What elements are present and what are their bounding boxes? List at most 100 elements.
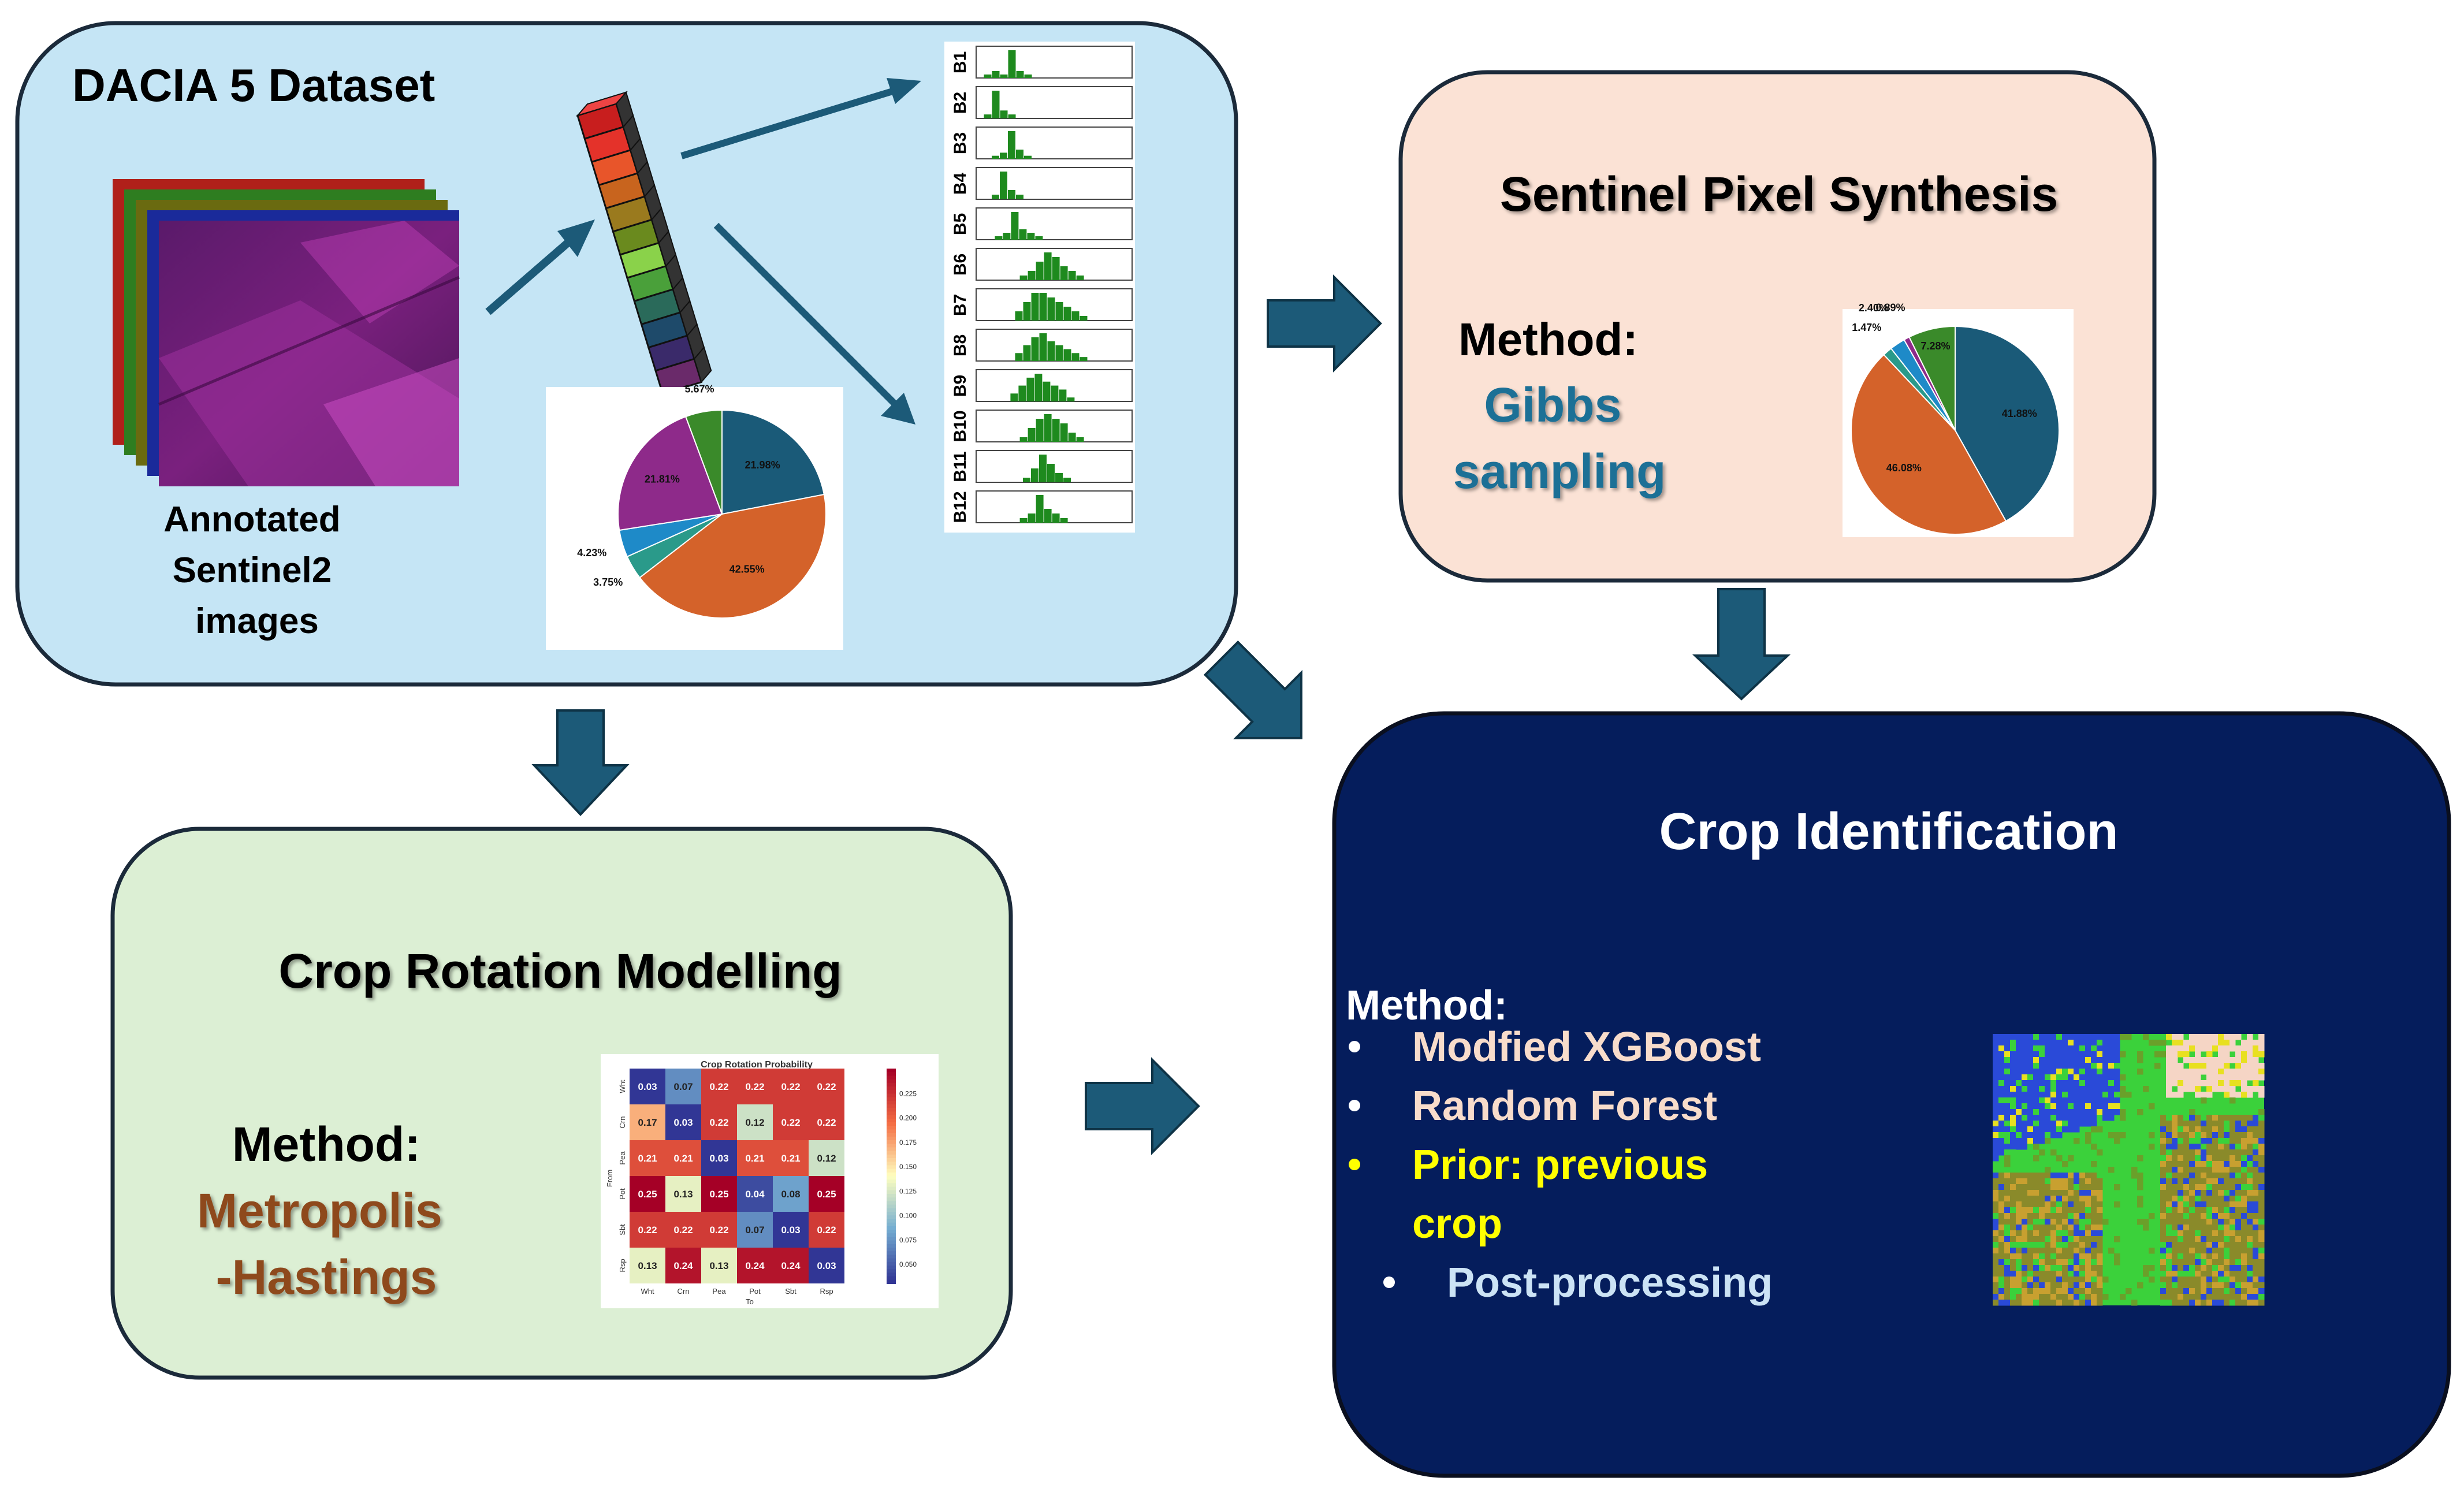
heatmap-cell (773, 1069, 809, 1104)
crop-map-pixel (2027, 1178, 2034, 1185)
colorbar-segment (887, 1226, 896, 1230)
crop-map-pixel (2085, 1230, 2091, 1237)
crop-map-pixel (2178, 1288, 2184, 1294)
crop-map-pixel (2247, 1149, 2253, 1156)
crop-map-pixel (2039, 1230, 2045, 1237)
heatmap-cell (773, 1104, 809, 1140)
crop-map-pixel (2218, 1288, 2224, 1294)
colorbar-segment (887, 1090, 896, 1095)
crop-map-pixel (2033, 1115, 2039, 1121)
histogram-bar (1000, 75, 1008, 78)
crop-map-pixel (2033, 1230, 2039, 1237)
crop-map-pixel (2178, 1248, 2184, 1254)
crop-map-pixel (2206, 1207, 2213, 1214)
crop-map-pixel (2097, 1219, 2103, 1225)
crop-map-pixel (2218, 1282, 2224, 1289)
crop-map-pixel (2108, 1045, 2115, 1052)
crop-map-pixel (2033, 1080, 2039, 1086)
crop-map-pixel (2229, 1057, 2236, 1063)
crop-map-pixel (2114, 1086, 2120, 1092)
pie-label: 7.28% (1920, 340, 1950, 352)
crop-map-pixel (2149, 1040, 2155, 1046)
crop-map-pixel (2160, 1265, 2167, 1271)
crop-map-pixel (2045, 1051, 2051, 1058)
crop-map-pixel (2068, 1230, 2074, 1237)
crop-map-pixel (2247, 1277, 2253, 1283)
crop-map-pixel (2079, 1190, 2086, 1196)
crop-map-pixel (2056, 1178, 2063, 1185)
crop-map-pixel (2247, 1265, 2253, 1271)
crop-map-pixel (2016, 1034, 2022, 1040)
crop-map-pixel (2045, 1277, 2051, 1283)
crop-map-pixel (2183, 1190, 2190, 1196)
crop-map-pixel (2206, 1051, 2213, 1058)
crop-map-pixel (2027, 1121, 2034, 1127)
colorbar-tick: 0.200 (899, 1114, 917, 1122)
crop-map-pixel (2091, 1161, 2097, 1167)
crop-map-pixel (2004, 1034, 2011, 1040)
crop-map-pixel (2027, 1219, 2034, 1225)
crop-map-pixel (2229, 1132, 2236, 1138)
colorbar-segment (887, 1201, 896, 1205)
crop-map-pixel (2079, 1242, 2086, 1248)
crop-map-pixel (2229, 1126, 2236, 1133)
crop-map-pixel (2062, 1109, 2068, 1115)
crop-map-pixel (2097, 1282, 2103, 1289)
synthesis-pie-chart: 41.88%46.08%1.47%2.40%0.89%7.28% (1851, 302, 2060, 535)
crop-map-pixel (2229, 1149, 2236, 1156)
histogram-bar (1031, 337, 1039, 361)
crop-map-pixel (2224, 1057, 2230, 1063)
heatmap-cell (665, 1104, 701, 1140)
crop-map-pixel (1993, 1190, 1999, 1196)
pie-slice (1908, 325, 1956, 431)
crop-map-pixel (1998, 1092, 2005, 1098)
crop-map-pixel (2212, 1144, 2219, 1150)
crop-map-pixel (2195, 1074, 2201, 1081)
crop-map-pixel (2137, 1219, 2143, 1225)
crop-map-pixel (2235, 1138, 2242, 1144)
crop-map-pixel (2091, 1230, 2097, 1237)
crop-map-pixel (2126, 1288, 2132, 1294)
crop-map-pixel (2212, 1242, 2219, 1248)
crop-map-pixel (2212, 1230, 2219, 1237)
crop-map-pixel (2212, 1248, 2219, 1254)
crop-map-pixel (2206, 1063, 2213, 1069)
crop-map-pixel (2253, 1069, 2259, 1075)
crop-map-pixel (2062, 1294, 2068, 1300)
crop-map-pixel (2229, 1115, 2236, 1121)
crop-map-pixel (2085, 1040, 2091, 1046)
crop-map-pixel (1993, 1265, 1999, 1271)
crop-map-pixel (1998, 1248, 2005, 1254)
crop-map-pixel (1993, 1277, 1999, 1283)
heatmap-value: 0.22 (673, 1225, 693, 1235)
band-label: B11 (951, 451, 970, 482)
crop-map-pixel (2178, 1080, 2184, 1086)
synthesis-title: Sentinel Pixel Synthesis (1500, 167, 2058, 221)
crop-map-pixel (2195, 1207, 2201, 1214)
crop-map-pixel (2212, 1034, 2219, 1040)
colorbar-segment (887, 1158, 896, 1163)
colorbar-segment (887, 1212, 896, 1216)
crop-map-pixel (2253, 1282, 2259, 1289)
crop-map-pixel (2183, 1155, 2190, 1162)
crop-map-pixel (2027, 1097, 2034, 1104)
crop-map-pixel (2201, 1236, 2207, 1242)
crop-map-pixel (2253, 1132, 2259, 1138)
histogram-bar (1043, 381, 1051, 401)
crop-map-pixel (2027, 1225, 2034, 1231)
crop-map-pixel (2033, 1294, 2039, 1300)
crop-map-pixel (2178, 1294, 2184, 1300)
crop-map-pixel (2033, 1265, 2039, 1271)
crop-map-pixel (2050, 1253, 2057, 1260)
colorbar-tick: 0.075 (899, 1236, 917, 1244)
colorbar-tick: 0.225 (899, 1089, 917, 1097)
crop-map-pixel (2218, 1178, 2224, 1185)
histogram-bar (1055, 345, 1063, 361)
histogram-bar (1071, 353, 1080, 361)
crop-map-pixel (2229, 1161, 2236, 1167)
crop-map-pixel (2022, 1213, 2028, 1219)
crop-map-pixel (2016, 1265, 2022, 1271)
crop-map-pixel (2235, 1294, 2242, 1300)
crop-map-pixel (2050, 1173, 2057, 1179)
crop-map-pixel (1993, 1236, 1999, 1242)
